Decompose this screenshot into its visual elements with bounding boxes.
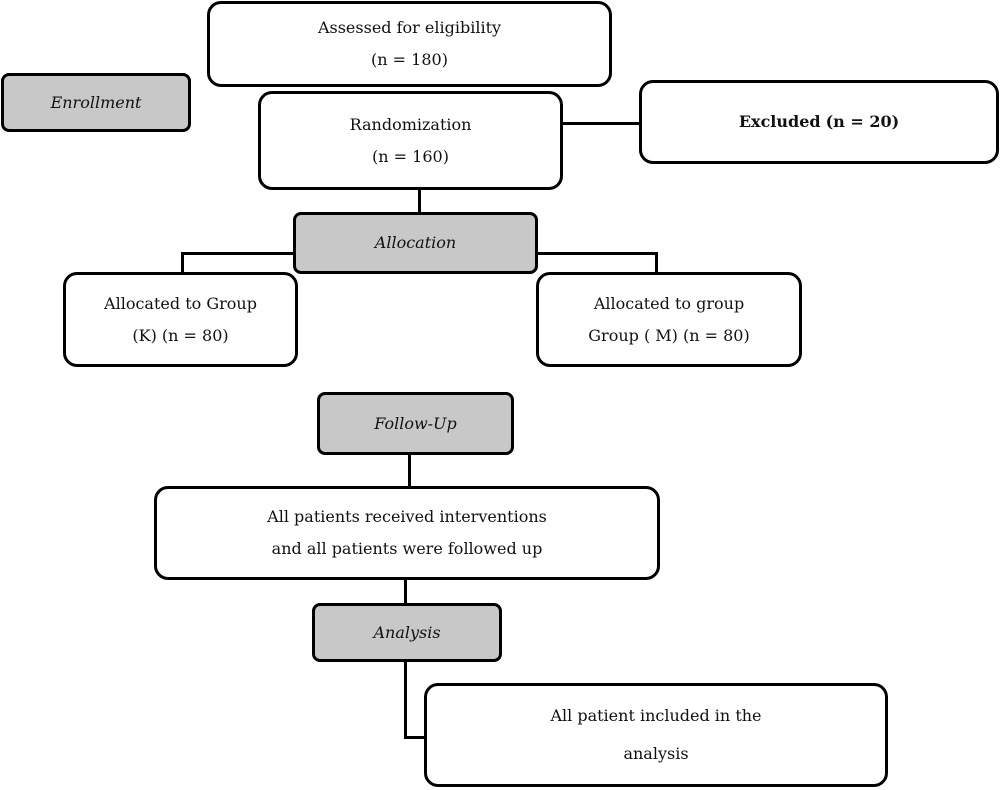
excluded-box: Excluded (n = 20) [639,80,999,164]
analysis-line-1: All patient included in the [550,706,762,725]
stage-enrollment-label: Enrollment [50,92,142,112]
stage-follow-up-label: Follow-Up [374,413,457,433]
connector-allocation-left [181,252,297,255]
connector-allocation-right-drop [655,252,658,274]
group-m-count: Group ( M) (n = 80) [588,325,750,345]
analysis-box: All patient included in the analysis [424,683,888,787]
group-k-title: Allocated to Group [104,293,257,313]
group-k-count: (K) (n = 80) [132,325,229,345]
followed-up-line-1: All patients received interventions [267,507,547,526]
randomization-count: (n = 160) [372,146,449,166]
randomization-title: Randomization [349,114,472,134]
connector-allocation-left-drop [181,252,184,274]
connector-followup-box [408,454,411,488]
followed-up-line-2: and all patients were followed up [271,539,543,558]
stage-follow-up: Follow-Up [317,392,514,455]
excluded-label: Excluded [738,112,821,131]
followed-up-box: All patients received interventions and … [154,486,660,580]
analysis-line-2: analysis [623,744,689,763]
group-k-box: Allocated to Group (K) (n = 80) [63,272,298,367]
connector-box-analysis [404,578,407,606]
excluded-count: (n = 20) [825,112,900,131]
assessed-title: Assessed for eligibility [317,18,502,37]
connector-randomization-allocation [418,188,421,214]
stage-allocation-label: Allocation [374,233,457,252]
connector-randomization-excluded [560,122,642,125]
stage-enrollment: Enrollment [1,73,191,132]
assessed-count: (n = 180) [371,50,448,69]
assessed-box: Assessed for eligibility (n = 180) [207,1,612,87]
connector-allocation-right [535,252,658,255]
connector-analysis-down [404,660,407,738]
group-m-title: Allocated to group [593,293,745,313]
randomization-box: Randomization (n = 160) [258,91,563,190]
stage-analysis: Analysis [312,603,502,662]
stage-analysis-label: Analysis [373,622,441,642]
connector-analysis-right [404,736,428,739]
stage-allocation: Allocation [293,212,538,274]
group-m-box: Allocated to group Group ( M) (n = 80) [536,272,802,367]
